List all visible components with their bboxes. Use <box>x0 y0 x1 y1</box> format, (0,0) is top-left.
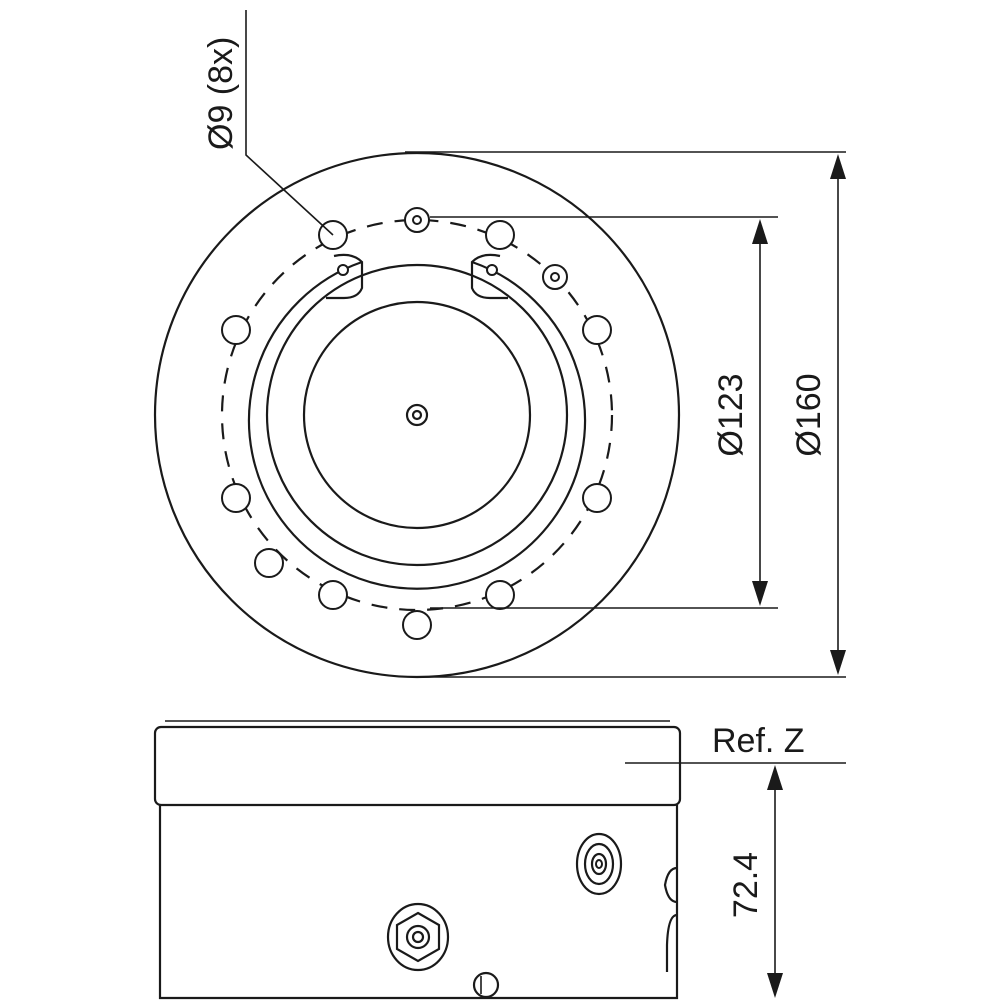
outer-dimension-label: Ø160 <box>790 373 828 456</box>
center-plate-circle <box>302 300 532 530</box>
arrowhead <box>752 219 768 244</box>
height-dimension-label: 72.4 <box>727 852 765 918</box>
arrowhead <box>830 650 846 675</box>
center-hole-inner <box>411 409 423 421</box>
flange-outline <box>153 725 682 807</box>
top-view: Ø9 (8x) Ø123 Ø160 <box>153 10 846 679</box>
auxiliary-hole <box>402 610 432 640</box>
left-cutout <box>326 253 364 300</box>
side-bump <box>663 866 678 904</box>
side-bump <box>665 913 678 972</box>
outer-flange-circle <box>153 151 681 679</box>
bolt-circle <box>220 218 614 612</box>
right-cutout-hole <box>486 264 498 276</box>
mounting-hole <box>221 483 251 513</box>
center-hole-outer <box>405 403 429 427</box>
arrowhead <box>830 154 846 179</box>
side-view: Ref. Z 72.4 <box>153 720 846 1000</box>
upper-port-fitting <box>575 832 623 896</box>
mounting-holes <box>221 207 612 640</box>
right-cutout <box>470 253 508 300</box>
pin-hole-inner <box>550 272 560 282</box>
inner-ring-outline <box>247 260 587 590</box>
hole-callout-label: Ø9 (8x) <box>202 37 240 150</box>
hole-callout-leader <box>245 10 334 236</box>
arrowhead <box>767 973 783 998</box>
mounting-hole <box>485 580 515 610</box>
pin-hole-inner <box>412 215 422 225</box>
mounting-hole <box>582 315 612 345</box>
mounting-hole <box>221 315 251 345</box>
mounting-hole <box>485 220 515 250</box>
arrowhead <box>767 765 783 790</box>
lower-hex-fitting <box>386 902 450 972</box>
bolt-circle-dimension-label: Ø123 <box>712 373 750 456</box>
auxiliary-hole <box>254 548 284 578</box>
left-cutout-hole <box>337 264 349 276</box>
arrowhead <box>752 581 768 606</box>
inner-ring-circle <box>265 263 569 567</box>
mounting-hole <box>582 483 612 513</box>
bottom-port <box>472 971 500 999</box>
mounting-hole <box>318 580 348 610</box>
reference-label: Ref. Z <box>712 722 805 760</box>
